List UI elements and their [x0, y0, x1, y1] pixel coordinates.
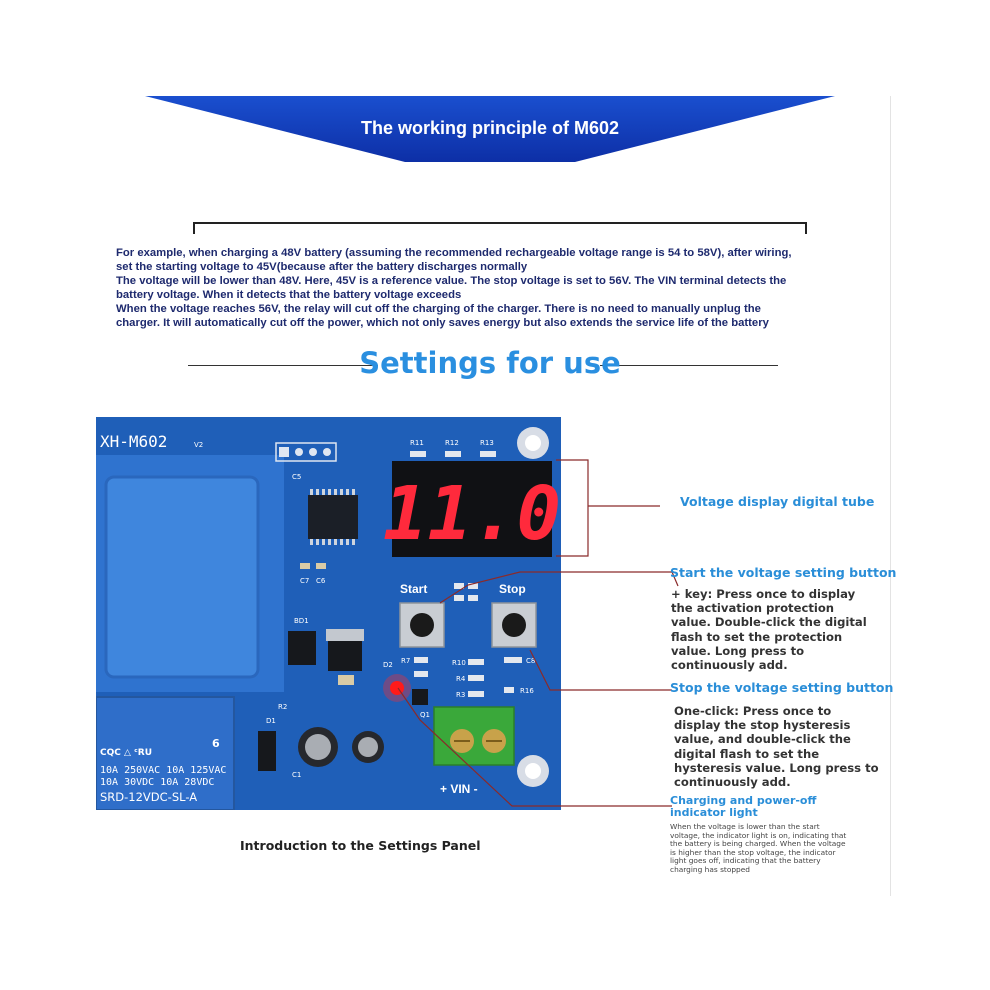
intro-line: For example, when charging a 48V battery…: [116, 247, 792, 259]
pcb-board: XH-M602 V2 C5 C7 C6 R11 R12 R13 11.0: [96, 417, 561, 810]
callout-light: Charging and power-off indicator light W…: [670, 795, 846, 875]
electrolytic-capacitor-c2: [352, 731, 384, 763]
banner-title: The working principle of M602: [360, 118, 620, 138]
diode: [258, 731, 276, 771]
indicator-led: [383, 674, 411, 702]
intro-line: The voltage will be lower than 48V. Here…: [116, 275, 787, 287]
ref-r13: R13: [480, 439, 494, 447]
ref-c5: C5: [292, 473, 301, 481]
mounting-hole-top: [517, 427, 549, 459]
relay-rating-1: 10A 250VAC 10A 125VAC: [100, 765, 226, 776]
vin-label: + VIN -: [440, 782, 478, 796]
section-title: Settings for use: [359, 346, 621, 380]
desc-line: + key: Press once to display: [671, 587, 856, 601]
ref-d2: D2: [383, 661, 393, 669]
ref-c8: C8: [526, 657, 535, 665]
intro-line: charger. It will automatically cut off t…: [116, 317, 769, 329]
ref-r3: R3: [456, 691, 465, 699]
desc-line: value. Double-click the digital: [671, 615, 867, 630]
desc-line: value, and double-click the: [674, 732, 851, 747]
desc-line: continuously add.: [671, 658, 788, 673]
callout-display-title: Voltage display digital tube: [680, 494, 875, 509]
start-label: Start: [400, 582, 427, 596]
ref-d1: D1: [266, 717, 276, 725]
board-version: V2: [194, 441, 203, 449]
ref-r11: R11: [410, 439, 424, 447]
stop-button: [491, 602, 537, 648]
relay-model: SRD-12VDC-SL-A: [100, 790, 197, 804]
ref-c6: C6: [316, 577, 326, 585]
bridge-rectifier: [288, 631, 316, 665]
intro-paragraph: For example, when charging a 48V battery…: [116, 246, 896, 330]
desc-line: hysteresis value. Long press to: [674, 760, 879, 775]
ref-r10: R10: [452, 659, 466, 667]
smd-caps: [300, 563, 326, 569]
desc-line: voltage, the indicator light is on, indi…: [670, 830, 847, 840]
page-edge-line: [890, 96, 891, 896]
callout-stop-title: Stop the voltage setting button: [670, 680, 894, 695]
desc-line: display the stop hysteresis: [674, 718, 851, 733]
mounting-hole-bottom: [517, 755, 549, 787]
callout-light-desc: When the voltage is lower than the start…: [670, 822, 847, 875]
ref-q1: Q1: [420, 711, 430, 719]
ref-r7: R7: [401, 657, 410, 665]
desc-line: light goes off, indicating that the batt…: [670, 856, 821, 866]
ref-r12: R12: [445, 439, 459, 447]
intro-line: When the voltage reaches 56V, the relay …: [116, 303, 761, 315]
ref-c1: C1: [292, 771, 301, 779]
ref-c7: C7: [300, 577, 309, 585]
desc-line: value. Long press to: [671, 643, 805, 658]
ref-r16: R16: [520, 687, 534, 695]
callout-start-title: Start the voltage setting button: [670, 565, 897, 580]
relay-rating-2: 10A 30VDC 10A 28VDC: [100, 777, 214, 788]
transformer: [96, 455, 284, 692]
transistor: [412, 689, 428, 705]
figure-caption: Introduction to the Settings Panel: [240, 838, 481, 853]
callout-start-desc: + key: Press once to display the activat…: [671, 587, 871, 672]
ref-bd1: BD1: [294, 617, 309, 625]
callout-light-title-1: Charging and power-off: [670, 794, 817, 807]
desc-line: continuously add.: [674, 775, 791, 790]
section-line-right: [600, 365, 778, 366]
desc-line: When the voltage is lower than the start: [670, 822, 820, 831]
electrolytic-capacitor-c1: [298, 727, 338, 767]
title-banner: [145, 96, 835, 162]
desc-line: the activation protection: [671, 601, 835, 616]
relay-pins: 6: [212, 737, 220, 750]
callout-stop-desc: One-click: Press once to display the sto…: [674, 704, 884, 789]
ref-r2: R2: [278, 703, 287, 711]
ref-r4: R4: [456, 675, 466, 683]
desc-line: the battery is being charged. When the v…: [670, 839, 846, 849]
desc-line: One-click: Press once to: [674, 704, 832, 718]
seven-segment-display: 11.0: [383, 461, 561, 557]
desc-line: digital flash to set the: [674, 746, 820, 761]
pin-header: [275, 442, 337, 462]
stop-label: Stop: [499, 582, 526, 596]
intro-line: battery voltage. When it detects that th…: [116, 289, 462, 301]
ic-chip: [308, 489, 358, 545]
desc-line: flash to set the protection: [671, 629, 843, 644]
divider-bracket: [193, 222, 807, 234]
desc-line: is higher than the stop voltage, the ind…: [670, 847, 836, 857]
board-model: XH-M602: [100, 432, 167, 451]
svg-text:CQC △ ᶜRU: CQC △ ᶜRU: [100, 748, 152, 758]
callout-light-title-2: indicator light: [670, 806, 758, 819]
desc-line: charging has stopped: [670, 864, 750, 874]
section-line-left: [188, 365, 378, 366]
intro-line: set the starting voltage to 45V(because …: [116, 261, 528, 273]
voltage-regulator: [326, 629, 364, 671]
relay: CQC △ ᶜRU 6 10A 250VAC 10A 125VAC 10A 30…: [96, 696, 235, 810]
vin-terminal: [433, 706, 515, 766]
display-digits: 11.0: [383, 471, 561, 557]
start-button: [399, 602, 445, 648]
